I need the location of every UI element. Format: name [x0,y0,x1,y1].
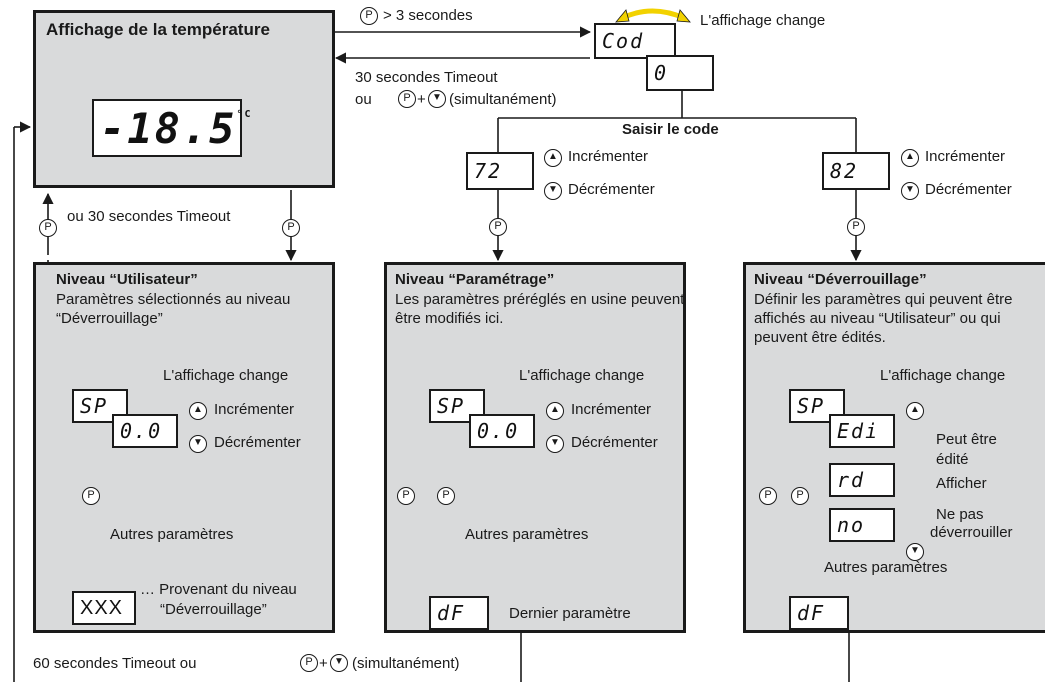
display-change-label: L'affichage change [880,367,1006,384]
other-params-label: Autres paramètres [465,526,589,543]
no-lcd: no [829,508,895,542]
bottom-timeout-label: 60 secondes Timeout ou [33,655,197,672]
xxx-lcd: XXX [72,591,136,625]
increment-label: Incrémenter [214,401,295,418]
decrement-label: Décrémenter [214,434,301,451]
up-button-icon: ▲ [544,149,562,167]
down-button-icon: ▼ [544,182,562,200]
enter-code-label: Saisir le code [622,121,719,138]
df-lcd: dF [429,596,489,630]
p-button-icon: P [360,7,378,25]
temperature-title: Affichage de la température [46,20,270,39]
p-button-icon: P [791,487,809,505]
p-button-icon: P [759,487,777,505]
up-button-icon: ▲ [189,402,207,420]
user-level-panel: Niveau “Utilisateur” Paramètres sélectio… [33,262,335,633]
code-lcd: Cod [594,23,676,59]
increment-label: Incrémenter [925,148,1006,165]
down-button-icon: ▼ [189,435,207,453]
settings-level-panel: Niveau “Paramétrage” Les paramètres prér… [384,262,686,633]
increment-label: Incrémenter [568,148,649,165]
sp-value-lcd: 0.0 [469,414,535,448]
unlock-panel-title: Niveau “Déverrouillage” [754,271,927,288]
provenant-label: … Provenant du niveau [140,581,297,598]
increment-label: Incrémenter [571,401,652,418]
or-label: ou [355,91,372,108]
unlock-panel-desc: Définir les paramètres qui peuvent être … [754,291,1013,346]
temperature-value: -18.5 [100,103,237,153]
plus-sign: + [417,91,426,108]
down-button-icon: ▼ [901,182,919,200]
settings-panel-title: Niveau “Paramétrage” [395,271,555,288]
user-panel-desc: Paramètres sélectionnés au niveau “Déver… [56,291,291,327]
decrement-label: Décrémenter [925,181,1012,198]
display-label: Afficher [936,475,987,492]
p-button-icon: P [82,487,100,505]
down-button-icon: ▼ [428,90,446,108]
rd-lcd: rd [829,463,895,497]
code-value-lcd: 0 [646,55,714,91]
down-button-icon: ▼ [906,543,924,561]
p-button-icon: P [300,654,318,672]
sp-lcd: SP [429,389,485,423]
df-lcd: dF [789,596,849,630]
edited-label: édité [936,451,969,468]
do-not-label: Ne pas [936,506,984,523]
display-change-label: L'affichage change [163,367,289,384]
simultaneous-label: (simultanément) [449,91,557,108]
code-72-lcd: 72 [466,152,534,190]
p-button-icon: P [437,487,455,505]
last-param-label: Dernier paramètre [509,605,631,622]
down-button-icon: ▼ [330,654,348,672]
unlock-label: déverrouiller [930,524,1013,541]
settings-panel-desc: Les paramètres préréglés en usine peuven… [395,291,685,327]
p-button-icon: P [489,218,507,236]
p-button-icon: P [39,219,57,237]
unlock-level-panel: Niveau “Déverrouillage” Définir les para… [743,262,1045,633]
plus-sign: + [319,655,328,672]
p-button-icon: P [282,219,300,237]
other-params-label: Autres paramètres [824,559,948,576]
sp-value-lcd: 0.0 [112,414,178,448]
display-change-label: L'affichage change [519,367,645,384]
p-button-icon: P [397,487,415,505]
temperature-lcd: -18.5 °C [92,99,250,157]
edi-lcd: Edi [829,414,895,448]
decrement-label: Décrémenter [568,181,655,198]
other-params-label: Autres paramètres [110,526,234,543]
temperature-display-box: Affichage de la température -18.5 °C [33,10,335,188]
decrement-label: Décrémenter [571,434,658,451]
down-button-icon: ▼ [546,435,564,453]
up-button-icon: ▲ [901,149,919,167]
simultaneous-label: (simultanément) [352,655,460,672]
up-button-icon: ▲ [906,402,924,420]
temperature-unit: °C [236,109,253,120]
code-82-lcd: 82 [822,152,890,190]
can-edit-label: Peut être [936,431,997,448]
p-button-icon: P [398,90,416,108]
top-arrow-label: > 3 secondes [383,7,473,24]
p-button-icon: P [847,218,865,236]
left-timeout-label: ou 30 secondes Timeout [67,208,231,225]
display-change-top: L'affichage change [700,12,826,29]
provenant-label-2: “Déverrouillage” [160,601,267,618]
up-button-icon: ▲ [546,402,564,420]
timeout-label: 30 secondes Timeout [355,69,498,86]
user-panel-title: Niveau “Utilisateur” [56,271,198,288]
